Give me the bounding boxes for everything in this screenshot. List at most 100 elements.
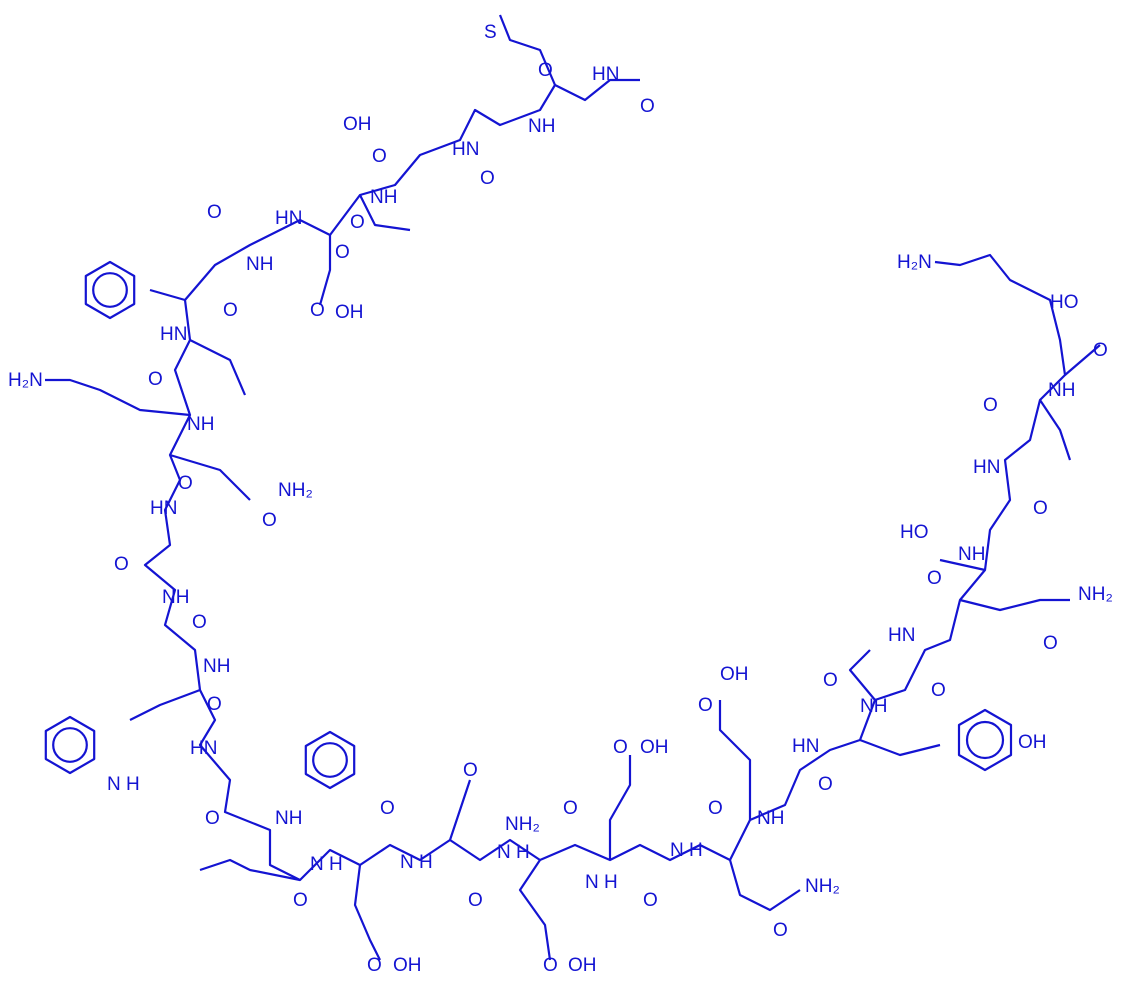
aromatic-circle [965, 720, 1005, 760]
side-chain-bond [1064, 344, 1101, 376]
side-chain-bond [859, 738, 941, 757]
atom-label: N H [107, 774, 140, 795]
aromatic-circle [312, 742, 348, 778]
atom-label: O [931, 680, 946, 701]
atom-label: NH₂ [505, 814, 540, 835]
indole-ring [44, 715, 96, 775]
atom-label: OH [343, 114, 372, 135]
atom-label: NH [860, 696, 887, 717]
atom-label: O [468, 890, 483, 911]
atom-label: OH [335, 302, 364, 323]
atom-label: O [335, 242, 350, 263]
atom-label: NH₂ [278, 480, 313, 501]
atom-label: NH [203, 656, 230, 677]
side-chain-bond [608, 755, 632, 860]
side-chain-bond [353, 864, 381, 961]
atom-label: O [543, 955, 558, 976]
atom-label: HN [160, 324, 187, 345]
atom-label: H₂N [8, 370, 43, 391]
atom-label: NH [757, 808, 784, 829]
side-chain-bond [848, 649, 876, 701]
atom-label: O [178, 473, 193, 494]
side-chain-bond [318, 235, 332, 306]
atom-label: NH [187, 414, 214, 435]
atom-label: HN [190, 738, 217, 759]
atom-label: OH [393, 955, 422, 976]
atom-label: HN [888, 625, 915, 646]
atom-label: O [223, 300, 238, 321]
atom-label: O [367, 955, 382, 976]
side-chain-bond [959, 598, 1070, 612]
side-chain-bond [189, 339, 247, 396]
side-chain-bond [359, 194, 411, 232]
atom-label: S [484, 22, 497, 43]
phenylalanine-ring [84, 260, 136, 320]
side-chain-bond [448, 779, 472, 841]
atom-label: O [643, 890, 658, 911]
atom-label: O [818, 774, 833, 795]
atom-label: N H [497, 842, 530, 863]
atom-label: O [463, 760, 478, 781]
atom-label: O [708, 798, 723, 819]
atom-label: O [262, 510, 277, 531]
atom-label: O [1093, 340, 1108, 361]
atom-label: H₂N [897, 252, 932, 273]
atom-label: HN [452, 139, 479, 160]
atom-label: NH [370, 187, 397, 208]
atom-label: OH [640, 737, 669, 758]
backbone-bond [143, 78, 1067, 882]
atom-label: OH [720, 664, 749, 685]
atom-label: O [927, 568, 942, 589]
side-chain-bond [149, 288, 186, 302]
atom-label: O [380, 798, 395, 819]
atom-label: O [207, 202, 222, 223]
atom-label: HN [592, 64, 619, 85]
atom-label: O [823, 670, 838, 691]
atom-label: HN [973, 457, 1000, 478]
ring-layer [44, 260, 1013, 790]
atom-label: O [640, 96, 655, 117]
side-chain-bond [45, 378, 191, 417]
atom-label: O [350, 212, 365, 233]
side-chain-bond [169, 453, 251, 501]
aromatic-circle [52, 727, 88, 763]
atom-label: NH₂ [1078, 584, 1113, 605]
atom-label: O [148, 369, 163, 390]
atom-label: NH [958, 544, 985, 565]
side-chain-bond [199, 858, 301, 882]
atom-label: O [293, 890, 308, 911]
atom-label: O [773, 920, 788, 941]
atom-label: NH [1048, 380, 1075, 401]
atom-label: O [1043, 633, 1058, 654]
atom-label: N H [400, 852, 433, 873]
side-chain-bond [518, 859, 552, 961]
atom-label: O [192, 612, 207, 633]
atom-label: N H [310, 854, 343, 875]
atom-label: NH [528, 116, 555, 137]
atom-label: O [538, 60, 553, 81]
atom-label: O [1033, 498, 1048, 519]
atom-label: O [480, 168, 495, 189]
atom-label: HN [275, 208, 302, 229]
side-chain-bond [728, 859, 801, 912]
atom-label: OH [568, 955, 597, 976]
atom-label: N H [670, 840, 703, 861]
atom-label: O [205, 808, 220, 829]
atom-label: HO [1050, 292, 1079, 313]
atom-label: NH [162, 587, 189, 608]
atom-label: HO [900, 522, 929, 543]
aromatic-circle [92, 272, 128, 308]
side-chain-bond [498, 14, 557, 86]
atom-label: O [983, 395, 998, 416]
atom-label: NH₂ [805, 876, 840, 897]
tyrosine-ring [957, 708, 1013, 772]
atom-label: OH [1018, 732, 1047, 753]
bond-layer [45, 14, 1101, 961]
atom-label: NH [275, 808, 302, 829]
atom-label: O [310, 300, 325, 321]
atom-label: NH [246, 254, 273, 275]
side-chain-bond [939, 558, 986, 572]
atom-label: O [207, 694, 222, 715]
atom-label: O [372, 146, 387, 167]
